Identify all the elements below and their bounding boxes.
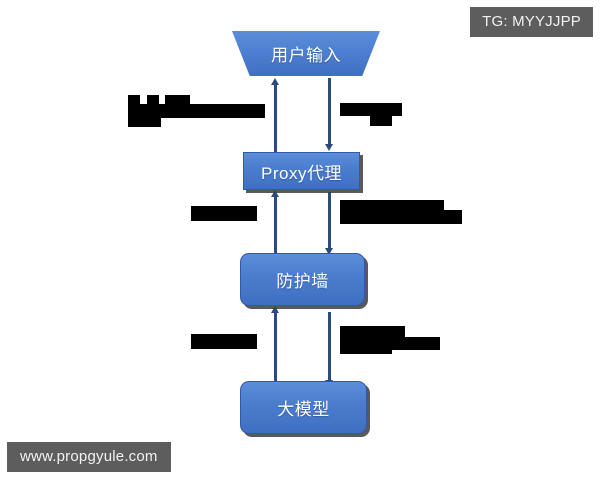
site-watermark-badge: www.propgyule.com: [7, 442, 171, 472]
redacted-edge-label: [165, 95, 190, 104]
redacted-edge-label: [191, 334, 257, 349]
connector-proxy-to-firewall: [328, 192, 331, 250]
redacted-edge-label: [147, 95, 159, 104]
arrowhead-up-to-firewall: [271, 306, 279, 313]
redacted-edge-label: [340, 350, 392, 354]
redacted-edge-label: [340, 103, 402, 116]
connector-firewall-to-proxy: [274, 196, 277, 254]
node-firewall[interactable]: 防护墙: [240, 253, 365, 306]
redacted-edge-label: [340, 337, 440, 350]
connector-firewall-to-llm: [328, 312, 331, 382]
redacted-edge-label: [340, 326, 405, 337]
arrowhead-up-to-user-input: [271, 78, 279, 85]
redacted-edge-label: [128, 95, 140, 104]
redacted-edge-label: [128, 118, 161, 127]
node-large-model[interactable]: 大模型: [240, 381, 367, 434]
arrowhead-down-to-firewall: [325, 248, 333, 255]
arrowhead-down-to-proxy: [325, 144, 333, 151]
arrowhead-up-to-proxy: [271, 190, 279, 197]
node-user-input[interactable]: 用户输入: [232, 31, 380, 76]
node-proxy[interactable]: Proxy代理: [243, 152, 360, 190]
redacted-edge-label: [340, 210, 462, 224]
redacted-edge-label: [340, 200, 444, 210]
telegram-watermark-badge: TG: MYYJJPP: [470, 7, 593, 37]
connector-user-input-to-proxy: [328, 78, 331, 146]
redacted-edge-label: [191, 206, 257, 221]
redacted-edge-label: [370, 116, 392, 126]
redacted-edge-label: [128, 104, 265, 118]
connector-llm-to-firewall: [274, 312, 277, 382]
connector-proxy-to-user-input: [274, 84, 277, 152]
